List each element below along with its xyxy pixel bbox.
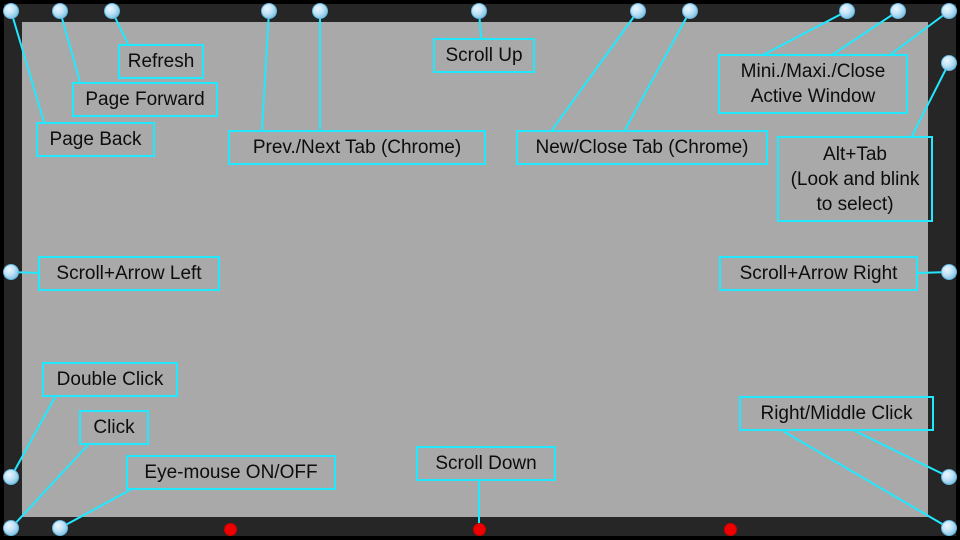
action-bottom-3[interactable] (723, 522, 737, 536)
gaze-top-right-corner[interactable] (941, 3, 957, 19)
callout-label-refresh[interactable]: Refresh (118, 44, 204, 79)
callout-label-window-controls[interactable]: Mini./Maxi./Close Active Window (718, 54, 908, 114)
gaze-top-3[interactable] (104, 3, 120, 19)
gaze-bottom-2[interactable] (52, 520, 68, 536)
desktop-screen-area (22, 22, 928, 517)
callout-label-scroll-down[interactable]: Scroll Down (416, 446, 556, 481)
callout-label-prev-next-tab[interactable]: Prev./Next Tab (Chrome) (228, 130, 486, 165)
gaze-right-2[interactable] (941, 55, 957, 71)
gaze-top-center[interactable] (471, 3, 487, 19)
gaze-top-8[interactable] (682, 3, 698, 19)
callout-label-page-forward[interactable]: Page Forward (72, 82, 218, 117)
callout-label-alt-tab[interactable]: Alt+Tab (Look and blink to select) (777, 136, 933, 222)
callout-label-double-click[interactable]: Double Click (42, 362, 178, 397)
callout-label-click[interactable]: Click (79, 410, 149, 445)
gaze-top-9[interactable] (839, 3, 855, 19)
gaze-top-10[interactable] (890, 3, 906, 19)
gaze-right-middle[interactable] (941, 264, 957, 280)
gaze-top-2[interactable] (52, 3, 68, 19)
action-bottom-1[interactable] (223, 522, 237, 536)
gaze-left-middle[interactable] (3, 264, 19, 280)
callout-label-new-close-tab[interactable]: New/Close Tab (Chrome) (516, 130, 768, 165)
callout-label-scroll-up[interactable]: Scroll Up (433, 38, 535, 73)
gaze-top-7[interactable] (630, 3, 646, 19)
gaze-bottom-right-corner[interactable] (941, 520, 957, 536)
gaze-right-4[interactable] (941, 469, 957, 485)
gaze-top-left-corner[interactable] (3, 3, 19, 19)
callout-label-page-back[interactable]: Page Back (36, 122, 155, 157)
callout-label-scroll-arrow-right[interactable]: Scroll+Arrow Right (719, 256, 918, 291)
gaze-top-4[interactable] (261, 3, 277, 19)
gaze-top-5[interactable] (312, 3, 328, 19)
action-bottom-center[interactable] (472, 522, 486, 536)
callout-label-eye-mouse-toggle[interactable]: Eye-mouse ON/OFF (126, 455, 336, 490)
callout-label-scroll-arrow-left[interactable]: Scroll+Arrow Left (38, 256, 220, 291)
callout-label-right-middle-click[interactable]: Right/Middle Click (739, 396, 934, 431)
gaze-left-3[interactable] (3, 469, 19, 485)
gaze-bottom-left-corner[interactable] (3, 520, 19, 536)
